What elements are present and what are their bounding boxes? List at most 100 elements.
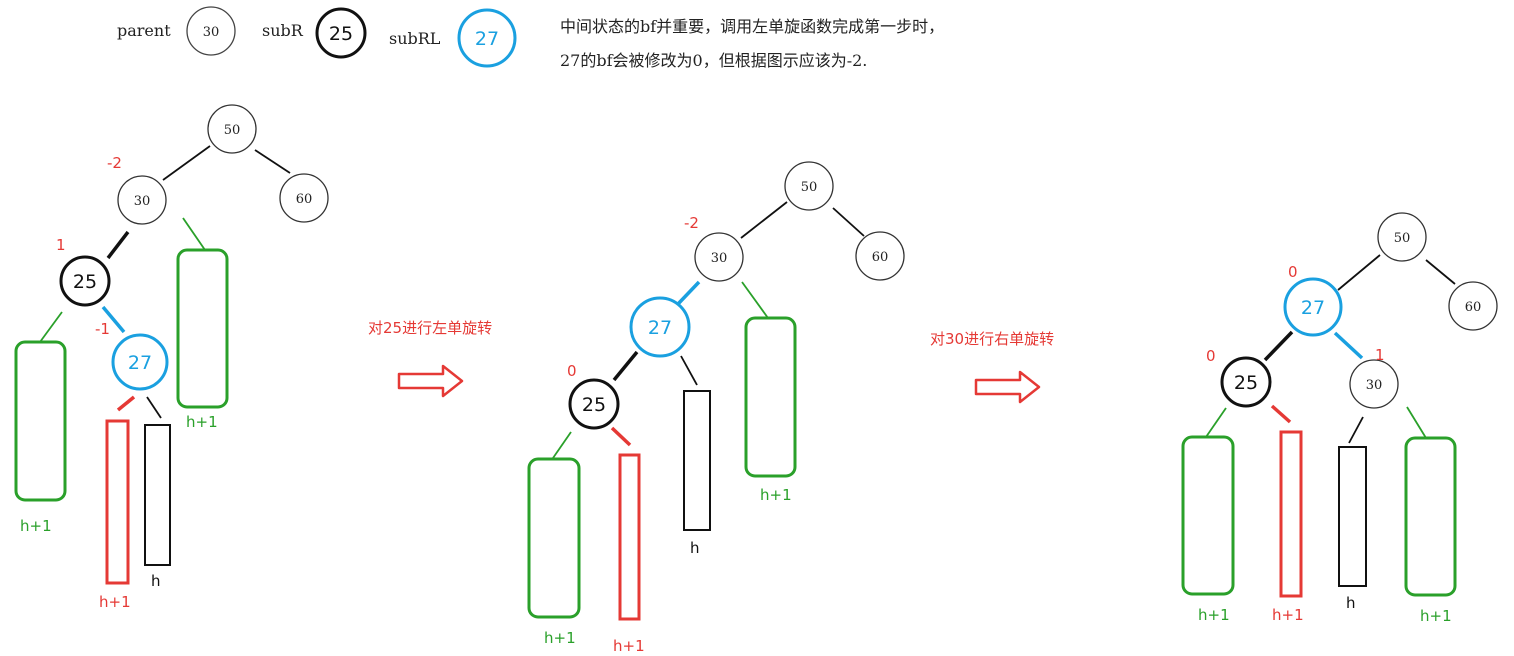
bf-30: 1 bbox=[1375, 346, 1385, 364]
arrow-right-icon bbox=[397, 364, 464, 398]
node-25-value: 25 bbox=[1234, 372, 1258, 394]
node-30: 30 bbox=[694, 232, 744, 282]
bf-27: 0 bbox=[1288, 263, 1298, 281]
legend-subr-label: subR bbox=[262, 21, 304, 40]
bf-25: 0 bbox=[1206, 347, 1216, 365]
node-30-value: 30 bbox=[134, 194, 151, 209]
height-red: h+1 bbox=[613, 637, 645, 655]
node-50: 50 bbox=[1377, 212, 1427, 262]
edge-30-black bbox=[1348, 416, 1364, 444]
height-red: h+1 bbox=[99, 593, 131, 611]
height-green-1: h+1 bbox=[1198, 606, 1230, 624]
legend-subrl-node: 27 bbox=[457, 8, 517, 68]
subtree-green-left bbox=[14, 340, 67, 502]
node-27-value: 27 bbox=[1301, 297, 1325, 319]
node-60-value: 60 bbox=[1465, 300, 1482, 315]
node-27-value: 27 bbox=[648, 317, 672, 339]
node-60: 60 bbox=[1448, 281, 1498, 331]
edge-30-green bbox=[1406, 406, 1427, 439]
subtree-black bbox=[1338, 446, 1367, 587]
height-green-left: h+1 bbox=[20, 517, 52, 535]
node-60: 60 bbox=[279, 173, 329, 223]
bf-27: -1 bbox=[95, 320, 110, 338]
subtree-green-right bbox=[176, 248, 229, 409]
edge-30-27 bbox=[676, 280, 701, 306]
edge-30-green bbox=[741, 281, 769, 319]
step-2: 对30进行右单旋转 bbox=[930, 330, 1054, 404]
edge-25-green bbox=[1205, 407, 1227, 438]
node-27-value: 27 bbox=[128, 352, 152, 374]
node-27: 27 bbox=[1283, 277, 1343, 337]
node-30-value: 30 bbox=[1366, 378, 1383, 393]
node-60-value: 60 bbox=[296, 192, 313, 207]
legend-parent-label: parent bbox=[117, 21, 171, 40]
node-30: 30 bbox=[117, 175, 167, 225]
subtree-green-1 bbox=[527, 457, 581, 619]
legend-subr-value: 25 bbox=[329, 23, 353, 45]
edge-50-60 bbox=[1425, 259, 1456, 285]
edge-50-30 bbox=[162, 145, 211, 181]
subtree-green-2 bbox=[1404, 436, 1457, 597]
edge-50-60 bbox=[254, 149, 291, 174]
arrow-right-icon bbox=[974, 370, 1041, 404]
bf-30: -2 bbox=[107, 154, 122, 172]
step-1-label: 对25进行左单旋转 bbox=[368, 319, 492, 337]
subtree-red bbox=[1279, 430, 1303, 598]
edge-27-red bbox=[116, 395, 136, 412]
node-60: 60 bbox=[855, 231, 905, 281]
subtree-red bbox=[105, 419, 130, 585]
node-25: 25 bbox=[568, 378, 620, 430]
node-60-value: 60 bbox=[872, 250, 889, 265]
edge-30-25 bbox=[106, 230, 130, 260]
step-2-label: 对30进行右单旋转 bbox=[930, 330, 1054, 348]
tree-3: 50 60 27 25 30 0 0 1 h+1 h+1 h h+1 bbox=[1181, 212, 1498, 625]
legend-parent-value: 30 bbox=[203, 25, 220, 40]
edge-27-25 bbox=[612, 350, 639, 382]
node-30: 30 bbox=[1349, 359, 1399, 409]
height-green-2: h+1 bbox=[760, 486, 792, 504]
node-25-value: 25 bbox=[582, 394, 606, 416]
note-line-1: 中间状态的bf并重要，调用左单旋函数完成第一步时， bbox=[560, 17, 944, 36]
subtree-black bbox=[144, 424, 171, 566]
node-27: 27 bbox=[111, 333, 169, 391]
bf-25: 0 bbox=[567, 362, 577, 380]
edge-27-black bbox=[146, 396, 162, 419]
edge-50-27 bbox=[1337, 254, 1381, 291]
edge-25-red bbox=[1270, 404, 1292, 424]
bf-25: 1 bbox=[56, 236, 66, 254]
note-text: 中间状态的bf并重要，调用左单旋函数完成第一步时， 27的bf会被修改为0，但根… bbox=[560, 17, 944, 70]
node-50: 50 bbox=[784, 161, 834, 211]
node-30-value: 30 bbox=[711, 251, 728, 266]
height-black: h bbox=[1346, 594, 1356, 612]
step-1: 对25进行左单旋转 bbox=[368, 319, 492, 398]
subtree-green-2 bbox=[744, 316, 797, 478]
bf-30: -2 bbox=[684, 214, 699, 232]
edge-25-27 bbox=[101, 305, 126, 334]
height-red: h+1 bbox=[1272, 606, 1304, 624]
node-50-value: 50 bbox=[801, 180, 818, 195]
edge-25-red bbox=[610, 426, 632, 447]
legend-subr-node: 25 bbox=[315, 7, 367, 59]
edge-25-green bbox=[39, 311, 63, 343]
height-green-right: h+1 bbox=[186, 413, 218, 431]
edge-50-60 bbox=[832, 207, 865, 237]
height-black: h bbox=[690, 539, 700, 557]
node-50-value: 50 bbox=[1394, 231, 1411, 246]
node-50: 50 bbox=[207, 104, 257, 154]
node-27: 27 bbox=[629, 296, 691, 358]
legend: parent 30 subR 25 subRL 27 bbox=[117, 6, 517, 68]
legend-subrl-label: subRL bbox=[389, 29, 441, 48]
node-25-value: 25 bbox=[73, 271, 97, 293]
edge-27-30 bbox=[1333, 331, 1364, 360]
node-25: 25 bbox=[1220, 356, 1272, 408]
tree-2: 50 60 30 27 25 -2 0 h+1 h+1 h h+1 bbox=[527, 161, 905, 655]
subtree-green-1 bbox=[1181, 435, 1235, 596]
legend-subrl-value: 27 bbox=[475, 28, 499, 50]
note-line-2: 27的bf会被修改为0，但根据图示应该为-2. bbox=[560, 51, 867, 70]
node-25: 25 bbox=[59, 255, 111, 307]
tree-1: 50 60 30 25 27 -2 1 -1 h+1 h+1 h+1 h bbox=[14, 104, 329, 611]
legend-parent-node: 30 bbox=[186, 6, 236, 56]
edge-50-30 bbox=[740, 201, 788, 239]
